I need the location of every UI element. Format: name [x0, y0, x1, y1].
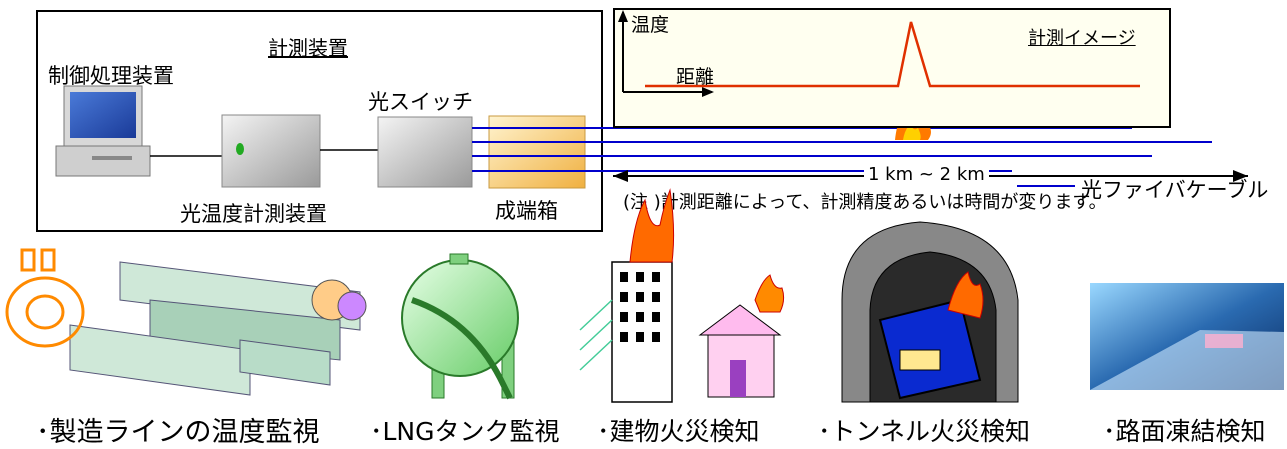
- road-freezing-photo: [1090, 283, 1284, 390]
- note-text: (注 )計測距離によって、計測精度あるいは時間が変ります。: [623, 192, 1107, 213]
- app-label-tunnel: ･トンネル火災検知: [818, 417, 1031, 446]
- app-label-building: ･建物火災検知: [597, 417, 760, 446]
- measurement-unit-title: 計測装置: [268, 36, 348, 60]
- app-label-factory: ･製造ラインの温度監視: [36, 417, 320, 448]
- range-label: 1 km ~ 2 km: [864, 164, 989, 185]
- fiber-cable-label: 光ファイバケーブル: [1081, 178, 1269, 202]
- tunnel-fire-icon: [841, 221, 1019, 403]
- app-label-lng: ･LNGタンク監視: [370, 417, 560, 446]
- measurement-image-title: 計測イメージ: [1028, 28, 1136, 49]
- app-label-road: ･路面凍結検知: [1103, 417, 1266, 446]
- factory-line-icon: [5, 248, 367, 396]
- building-fire-icon: [579, 188, 785, 403]
- optical-switch-icon: [377, 116, 473, 188]
- x-axis-label: 距離: [676, 66, 715, 88]
- terminal-box-label: 成端箱: [495, 199, 558, 223]
- controller-label: 制御処理装置: [48, 64, 174, 88]
- optical-switch-label: 光スイッチ: [368, 90, 473, 114]
- temp-unit-label: 光温度計測装置: [180, 202, 327, 226]
- temp-measurement-device-icon: [221, 114, 321, 188]
- lng-tank-icon: [401, 253, 519, 400]
- y-axis-label: 温度: [631, 14, 670, 36]
- computer-icon: [55, 85, 151, 177]
- measurement-image-panel: [613, 8, 1171, 128]
